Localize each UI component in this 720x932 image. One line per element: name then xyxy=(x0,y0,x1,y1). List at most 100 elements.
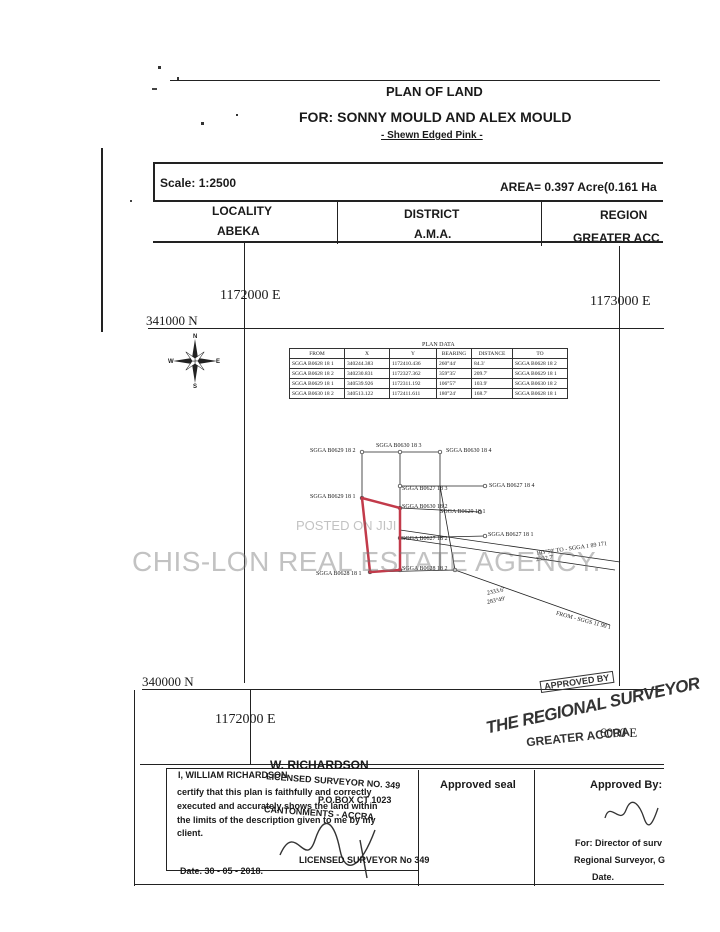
cert-stamp-2: P.O.BOX CT 1023 xyxy=(318,795,392,805)
point-label: SGGA B0630 18 3 xyxy=(376,443,422,449)
approved-by-label: Approved By: xyxy=(590,779,663,791)
table-row: SGGA B0629 18 1 340539.926 1172311.192 1… xyxy=(289,378,568,389)
cell: 340539.926 xyxy=(344,378,390,389)
cell: SGGA B0628 18 1 xyxy=(512,388,568,399)
cell: 180°24' xyxy=(436,388,472,399)
map-bottom xyxy=(140,764,664,765)
plan-for-line: FOR: SONNY MOULD AND ALEX MOULD xyxy=(299,109,572,125)
cert-line-2: certify that this plan is faithfully and… xyxy=(177,787,372,797)
cell: 209.7' xyxy=(471,368,513,379)
plan-title: PLAN OF LAND xyxy=(386,84,483,99)
point-label: SGGA B0628 18 2 xyxy=(402,566,448,572)
compass-n: N xyxy=(193,334,198,340)
grid-label-bottom-right-e: 6000 E xyxy=(600,725,638,740)
cell: 1172410.436 xyxy=(389,358,437,369)
grid-label-341000n: 341000 N xyxy=(146,313,198,328)
cell: 84.3' xyxy=(471,358,513,369)
point-label: SGGA B0630 18 4 xyxy=(446,448,492,454)
col-header: Y xyxy=(389,348,437,359)
cell: SGGA B0630 18 2 xyxy=(512,378,568,389)
point-label: SGGA B0627 18 3 xyxy=(402,486,448,492)
land-parcel-boundary xyxy=(360,496,402,574)
col-header: X xyxy=(344,348,390,359)
grid-341000N xyxy=(148,328,664,329)
edge-note: - Shewn Edged Pink - xyxy=(381,130,483,141)
col-header: FROM xyxy=(289,348,345,359)
cert-div2 xyxy=(534,770,535,886)
col-header: BEARING xyxy=(436,348,472,359)
speckle xyxy=(130,200,132,202)
frame-top xyxy=(153,162,663,164)
watermark-posted: POSTED ON JIJI xyxy=(296,518,397,533)
scan-edge-left xyxy=(101,148,103,332)
cell: 340244.383 xyxy=(344,358,390,369)
frame-left xyxy=(153,162,155,202)
cert-top xyxy=(166,768,664,769)
cell: SGGA B0630 18 2 xyxy=(289,388,345,399)
stamp-greater: GREATER ACCRA xyxy=(525,724,631,750)
cell: 1172411.611 xyxy=(389,388,437,399)
site-plan-drawing xyxy=(359,449,621,626)
signature-icon xyxy=(279,822,376,879)
cell: 106°57' xyxy=(436,378,472,389)
info-div1 xyxy=(337,202,338,244)
approval-regional: Regional Surveyor, G xyxy=(574,855,666,865)
point-label: SGGA B0628 18 1 xyxy=(316,571,362,577)
compass-s: S xyxy=(193,384,198,390)
cell: SGGA B0629 18 1 xyxy=(289,378,345,389)
point-label: SGGA B0627 18 4 xyxy=(489,483,535,489)
speckle xyxy=(152,88,157,90)
cert-bottom xyxy=(135,884,664,885)
grid-340000N xyxy=(142,689,664,690)
approved-seal-label: Approved seal xyxy=(440,779,516,791)
compass-e: E xyxy=(216,359,221,365)
grid-label-top-right-e: 1173000 E xyxy=(590,294,651,309)
cell: 168.7' xyxy=(471,388,513,399)
speckle xyxy=(177,77,179,81)
col-header: DISTANCE xyxy=(471,348,513,359)
licensed-surveyor: LICENSED SURVEYOR No 349 xyxy=(299,855,430,865)
cert-inner-bottom xyxy=(166,870,418,871)
cert-div1 xyxy=(418,770,419,886)
point-label: SGGA B0629 18 2 xyxy=(310,448,356,454)
scale-label: Scale: 1:2500 xyxy=(160,176,237,190)
cell: 260°44' xyxy=(436,358,472,369)
grid-label-top-left-e: 1172000 E xyxy=(220,288,281,303)
compass-w: W xyxy=(168,359,174,365)
grid-label-340000n: 340000 N xyxy=(142,674,194,689)
locality-label: LOCALITY xyxy=(212,204,272,218)
col-header: TO xyxy=(512,348,568,359)
point-label: SGGA B0630 18 2 xyxy=(402,504,448,510)
cell: 340513.122 xyxy=(344,388,390,399)
area-label: AREA= 0.397 Acre(0.161 Ha xyxy=(500,180,657,194)
speckle xyxy=(158,66,161,69)
cert-line-3: executed and accurately shows the land w… xyxy=(177,801,378,811)
plan-data-table: FROM X Y BEARING DISTANCE TO SGGA B0628 … xyxy=(289,348,568,399)
cell: 340230.831 xyxy=(344,368,390,379)
table-row: SGGA B0630 18 2 340513.122 1172411.611 1… xyxy=(289,388,568,399)
compass-rose-icon xyxy=(173,339,217,383)
cell: SGGA B0628 18 1 xyxy=(289,358,345,369)
speckle xyxy=(236,114,238,116)
approver-signature-icon xyxy=(604,801,659,826)
info-bottom xyxy=(153,241,663,243)
table-header-row: FROM X Y BEARING DISTANCE TO xyxy=(289,348,568,359)
cert-line-5: client. xyxy=(177,828,204,838)
district-value: A.M.A. xyxy=(414,227,452,241)
region-label: REGION xyxy=(600,208,648,222)
point-label: SGGA B0629 18 1 xyxy=(440,509,486,515)
surveyor-name: W. RICHARDSON xyxy=(270,758,369,772)
info-top xyxy=(153,200,663,202)
map-left-border xyxy=(244,243,245,683)
header-rule xyxy=(170,80,660,81)
info-div2 xyxy=(541,202,542,246)
point-label: SGGA B0629 18 1 xyxy=(310,494,356,500)
point-label: SGGA B0627 18 2 xyxy=(402,536,448,542)
locality-value: ABEKA xyxy=(217,224,260,238)
approval-date: Date. xyxy=(592,872,615,882)
table-row: SGGA B0628 18 1 340244.383 1172410.436 2… xyxy=(289,358,568,369)
cert-inner-left xyxy=(166,768,167,870)
map-right-border xyxy=(619,246,620,686)
cell: 103.9' xyxy=(471,378,513,389)
table-row: SGGA B0628 18 2 340230.831 1172327.362 3… xyxy=(289,368,568,379)
